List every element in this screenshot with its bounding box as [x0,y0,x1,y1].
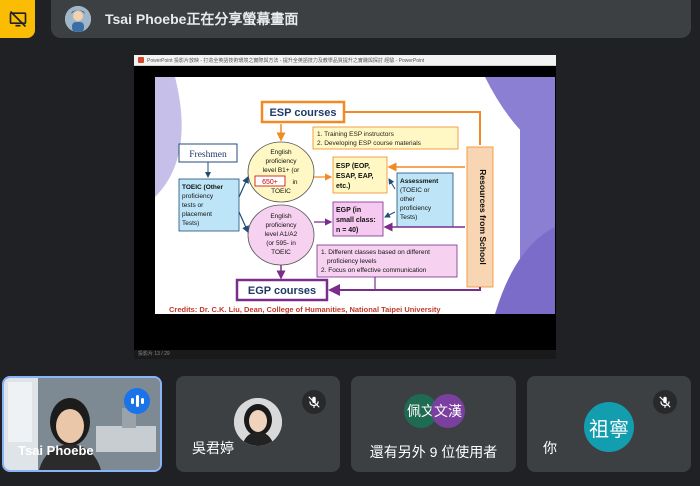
esp-line-2: ESAP, EAP, [336,173,374,180]
egp-line-2: small class: [336,217,376,224]
user-avatar-icon [65,6,91,32]
participant-name: 吳君婷 [192,440,234,456]
ppt-status-bar: 投影片 13 / 29 [134,350,556,359]
participant-tile-wu[interactable]: 吳君婷 [176,376,340,472]
toeic-line-5: Tests) [182,220,199,227]
toeic-box [178,178,240,232]
b1-circle [247,141,315,203]
slide-diagram: ESP courses 1. Training ESP instructors … [155,77,555,314]
diff-line-3: 2. Focus on effective communication [321,267,427,274]
mic-off-icon [302,390,326,414]
mic-off-icon [653,390,677,414]
score-650-label: 650+ [262,179,278,186]
ppt-window-title: PowerPoint 投影片放映 - 打造全英語技術環境之實際與方法 - 提升全… [147,57,425,64]
toeic-line-3: tests or [182,202,204,209]
shared-screen: PowerPoint 投影片放映 - 打造全英語技術環境之實際與方法 - 提升全… [134,55,556,359]
a1-line-4: (or 595- in [266,240,296,247]
diff-line-1: 1. Different classes based on different [321,249,430,256]
assessment-line-2: (TOEIC or [400,187,430,194]
a1-line-3: level A1/A2 [265,231,298,238]
esp-box [332,156,388,194]
presenter-banner: Tsai Phoebe正在分享螢幕畫面 [51,0,691,38]
participant-tile-tsai-phoebe[interactable]: Tsai Phoebe [2,376,162,472]
present-off-icon[interactable] [0,0,35,38]
egp-line-3: n = 40) [336,227,358,234]
participant-avatar: 祖寧 [584,402,634,452]
freshmen-label: Freshmen [189,150,227,160]
egp-line-1: EGP (in [336,207,361,214]
score-650-box [254,175,286,187]
participant-name: 你 [543,440,557,456]
b1-line-1: English [270,149,292,156]
resources-box [466,146,494,288]
b1-line-4: in [292,179,297,186]
b1-line-5: TOEIC [271,188,291,195]
egp-courses-box [235,278,329,302]
a1-line-5: TOEIC [271,249,291,256]
assessment-line-1: Assessment [400,178,439,185]
toeic-line-2: proficiency [182,193,214,200]
b1-line-3: level B1+ (or [263,167,301,174]
a1-line-2: proficiency [265,222,297,229]
training-box [312,126,459,150]
others-count-text: 還有另外 9 位使用者 [369,444,498,460]
toeic-line-1: TOEIC (Other [182,184,224,191]
assessment-line-3: other [400,196,416,203]
assessment-box [396,172,454,228]
a1-line-1: English [270,213,292,220]
ppt-titlebar: PowerPoint 投影片放映 - 打造全英語技術環境之實際與方法 - 提升全… [134,55,556,66]
slide: ESP courses 1. Training ESP instructors … [155,77,555,314]
participant-tile-you[interactable]: 祖寧 你 [527,376,691,472]
esp-courses-label: ESP courses [269,107,336,119]
toeic-line-4: placement [182,211,212,218]
diff-classes-box [316,244,458,278]
presenter-status-text: Tsai Phoebe正在分享螢幕畫面 [105,11,299,27]
esp-line-3: etc.) [336,183,350,190]
training-line-2: 2. Developing ESP course materials [317,140,422,147]
participant-avatar [234,398,282,446]
training-line-1: 1. Training ESP instructors [317,131,395,138]
participant-name: Tsai Phoebe [18,443,94,458]
assessment-line-4: proficiency [400,205,432,212]
assessment-line-5: Tests) [400,214,417,221]
credits-text: Credits: Dr. C.K. Liu, Dean, College of … [169,305,441,314]
others-tile[interactable]: 佩文 文漢 還有另外 9 位使用者 [351,376,516,472]
resources-label: Resources from School [478,169,488,264]
egp-courses-label: EGP courses [248,285,316,297]
present-off-icon-glyph [9,10,26,28]
powerpoint-icon [138,57,144,63]
esp-line-1: ESP (EOP, [336,163,370,170]
participant-avatar: 文漢 [431,394,465,428]
egp-box [332,201,384,237]
speaking-indicator-icon [124,388,150,414]
b1-line-2: proficiency [265,158,297,165]
diff-line-2: proficiency levels [327,258,377,265]
